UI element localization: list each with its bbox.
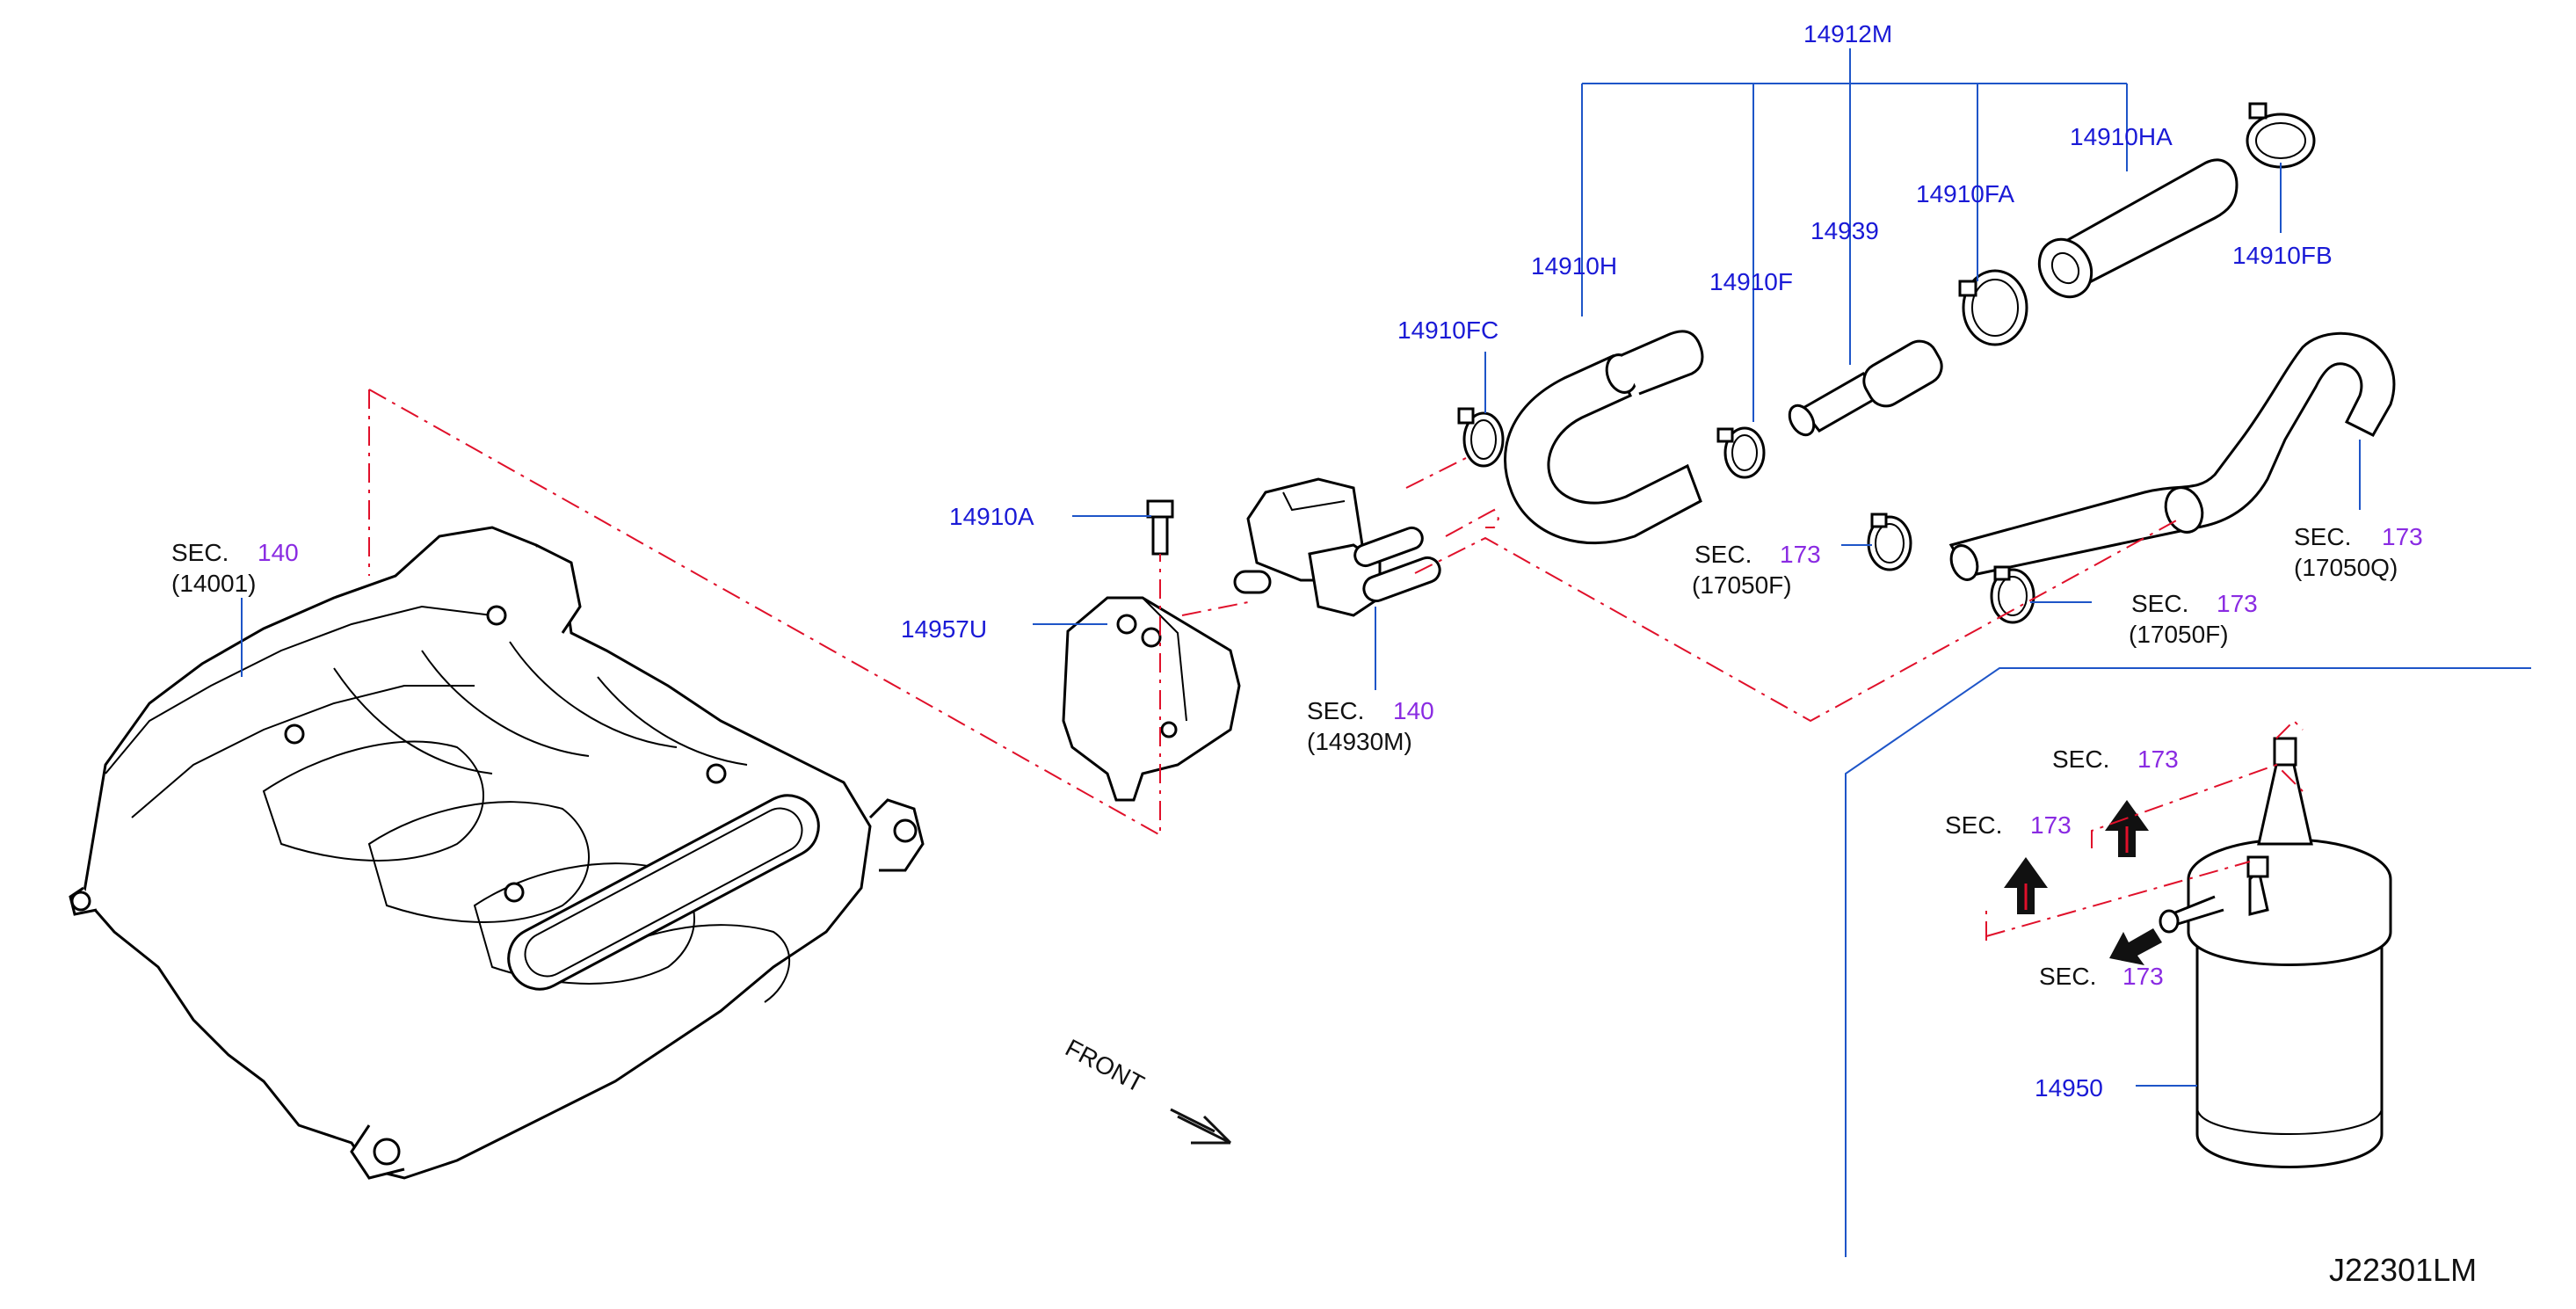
ref-code: (14001) <box>171 570 257 597</box>
front-arrow-icon <box>1170 1108 1232 1145</box>
sec-ref-clamp-left: SEC. 173 (17050F) <box>1692 541 1821 599</box>
sec-number: 173 <box>2382 523 2423 550</box>
bolt-14910A <box>1146 499 1174 556</box>
sec-word: SEC. <box>1945 811 2002 839</box>
clamp-17050F-right <box>1990 565 2035 624</box>
connection-lines <box>368 389 2304 941</box>
label-14910H: 14910H <box>1531 252 1617 280</box>
sec-word: SEC. <box>1694 541 1752 568</box>
canister-region-divider <box>1845 667 2531 1257</box>
hose-14910H <box>1504 330 1704 545</box>
clamp-17050F-left <box>1867 513 1912 571</box>
sec-ref-hose-right: SEC. 173 (17050Q) <box>2294 523 2423 581</box>
sec-number: 173 <box>2137 745 2179 773</box>
label-14939: 14939 <box>1810 217 1879 244</box>
sec-ref-manifold: SEC. 140 (14001) <box>171 539 299 597</box>
sec-number: 140 <box>258 539 299 566</box>
sec-ref-clamp-right: SEC. 173 (17050F) <box>2129 590 2258 648</box>
sec-ref-valve: SEC. 140 (14930M) <box>1307 697 1434 755</box>
hose-14910HA <box>2037 158 2239 299</box>
sec-number: 173 <box>2030 811 2072 839</box>
label-14957U: 14957U <box>901 615 987 643</box>
sec-word: SEC. <box>2131 590 2188 617</box>
sec-word: SEC. <box>171 539 229 566</box>
arrow-up-icon <box>2105 800 2149 857</box>
sec-ref-canister-left: SEC. 173 <box>1945 811 2072 839</box>
label-14910FC: 14910FC <box>1397 316 1498 344</box>
purge-control-valve <box>1233 477 1441 617</box>
sec-word: SEC. <box>2039 963 2096 990</box>
sec-ref-canister-up: SEC. 173 <box>2052 745 2179 773</box>
label-14910F: 14910F <box>1709 268 1793 295</box>
label-14910FA: 14910FA <box>1916 180 2014 207</box>
arrow-down-left-icon <box>2109 928 2162 965</box>
clamp-14910FB <box>2246 102 2316 169</box>
label-14910FB: 14910FB <box>2232 242 2333 269</box>
sec-word: SEC. <box>1307 697 1364 724</box>
clamp-14910FC <box>1457 407 1505 468</box>
arrow-up-left-icon <box>2004 857 2048 914</box>
bracket-14957U <box>1062 596 1241 802</box>
hose-17050Q <box>1948 331 2396 581</box>
label-14910A: 14910A <box>949 503 1034 530</box>
canister-14950 <box>2159 737 2392 1168</box>
label-14950: 14950 <box>2035 1074 2103 1102</box>
leader-lines <box>241 48 2361 1087</box>
ref-code: (14930M) <box>1307 728 1412 755</box>
connector-14939 <box>1788 339 1943 437</box>
label-14910HA: 14910HA <box>2070 123 2173 150</box>
clamp-14910FA <box>1958 269 2028 346</box>
ref-code: (17050F) <box>1692 571 1792 599</box>
clamp-14910F <box>1716 426 1766 479</box>
sec-ref-canister-down: SEC. 173 <box>2039 963 2164 990</box>
sec-number: 140 <box>1393 697 1434 724</box>
ref-code: (17050Q) <box>2294 554 2398 581</box>
sec-number: 173 <box>1780 541 1821 568</box>
label-14912M: 14912M <box>1803 20 1892 47</box>
intake-manifold <box>69 526 925 1180</box>
sec-word: SEC. <box>2052 745 2109 773</box>
sec-word: SEC. <box>2294 523 2351 550</box>
diagram-id: J22301LM <box>2329 1252 2477 1288</box>
front-label: FRONT <box>1061 1034 1149 1098</box>
ref-code: (17050F) <box>2129 621 2229 648</box>
sec-number: 173 <box>2122 963 2164 990</box>
sec-number: 173 <box>2217 590 2258 617</box>
